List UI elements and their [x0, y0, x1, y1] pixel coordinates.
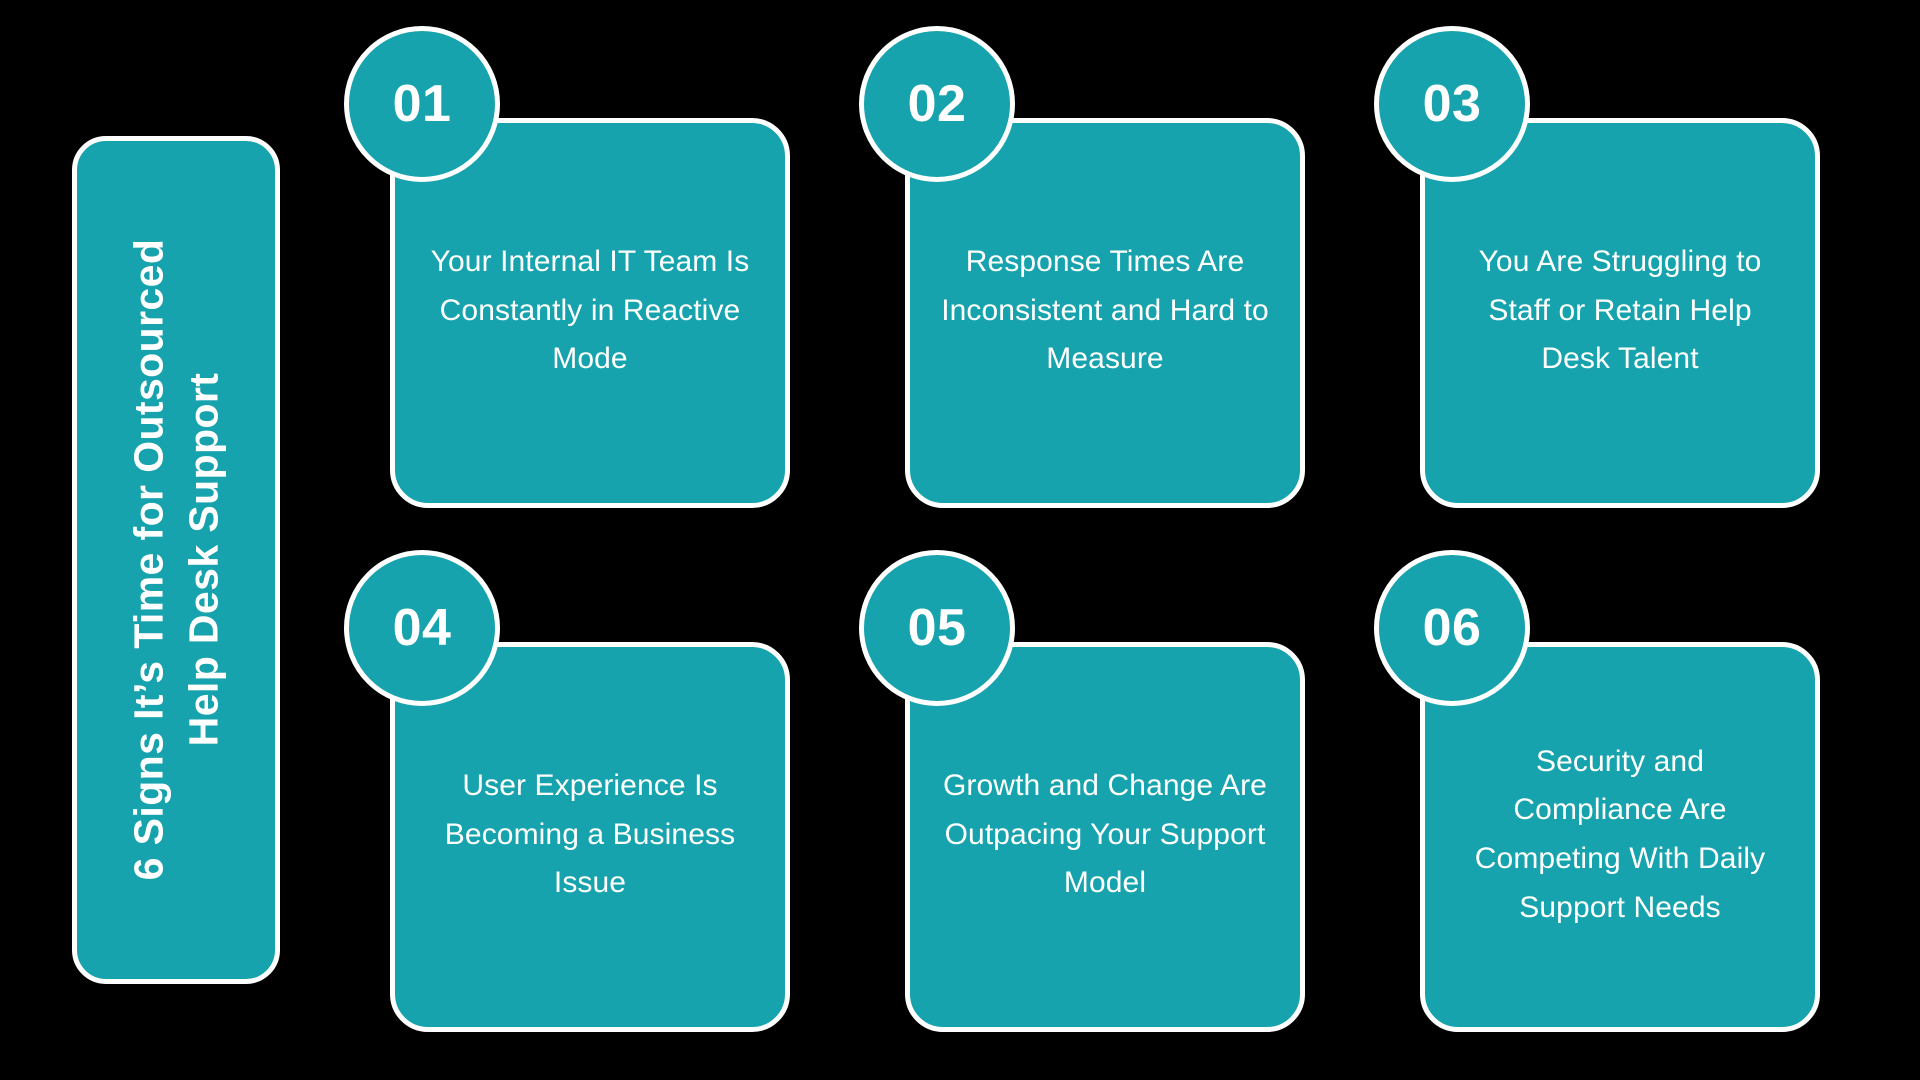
card-number-badge-04: 04 — [344, 550, 500, 706]
card-body-01: Your Internal IT Team Is Constantly in R… — [390, 118, 790, 508]
card-text-04: User Experience Is Becoming a Business I… — [444, 769, 736, 900]
card-text-03: You Are Struggling to Staff or Retain He… — [1478, 245, 1762, 376]
card-number-04: 04 — [392, 599, 452, 657]
card-text-05: Growth and Change Are Outpacing Your Sup… — [943, 769, 1267, 900]
cards-grid: Your Internal IT Team Is Constantly in R… — [344, 26, 1880, 1032]
title-line-2: Help Desk Support — [180, 373, 226, 747]
card-text-02: Response Times Are Inconsistent and Hard… — [941, 245, 1269, 376]
card-number-05: 05 — [907, 599, 967, 657]
card-body-04: User Experience Is Becoming a Business I… — [390, 642, 790, 1032]
card-number-badge-03: 03 — [1374, 26, 1530, 182]
card-number-badge-05: 05 — [859, 550, 1015, 706]
card-number-badge-06: 06 — [1374, 550, 1530, 706]
title-line-1: 6 Signs It’s Time for Outsourced — [125, 239, 172, 881]
card-item-04: User Experience Is Becoming a Business I… — [344, 550, 790, 1032]
card-text-06: Security and Compliance Are Competing Wi… — [1474, 744, 1766, 924]
card-number-03: 03 — [1422, 75, 1482, 133]
card-number-badge-01: 01 — [344, 26, 500, 182]
card-item-02: Response Times Are Inconsistent and Hard… — [859, 26, 1305, 508]
card-body-02: Response Times Are Inconsistent and Hard… — [905, 118, 1305, 508]
card-item-05: Growth and Change Are Outpacing Your Sup… — [859, 550, 1305, 1032]
card-number-02: 02 — [907, 75, 967, 133]
page-title: 6 Signs It’s Time for Outsourced Help De… — [121, 239, 230, 881]
card-number-06: 06 — [1422, 599, 1482, 657]
title-panel: 6 Signs It’s Time for Outsourced Help De… — [72, 136, 280, 984]
card-body-06: Security and Compliance Are Competing Wi… — [1420, 642, 1820, 1032]
card-body-03: You Are Struggling to Staff or Retain He… — [1420, 118, 1820, 508]
card-item-03: You Are Struggling to Staff or Retain He… — [1374, 26, 1820, 508]
card-body-05: Growth and Change Are Outpacing Your Sup… — [905, 642, 1305, 1032]
card-item-06: Security and Compliance Are Competing Wi… — [1374, 550, 1820, 1032]
card-number-01: 01 — [392, 75, 452, 133]
card-number-badge-02: 02 — [859, 26, 1015, 182]
card-text-01: Your Internal IT Team Is Constantly in R… — [430, 245, 750, 376]
card-item-01: Your Internal IT Team Is Constantly in R… — [344, 26, 790, 508]
